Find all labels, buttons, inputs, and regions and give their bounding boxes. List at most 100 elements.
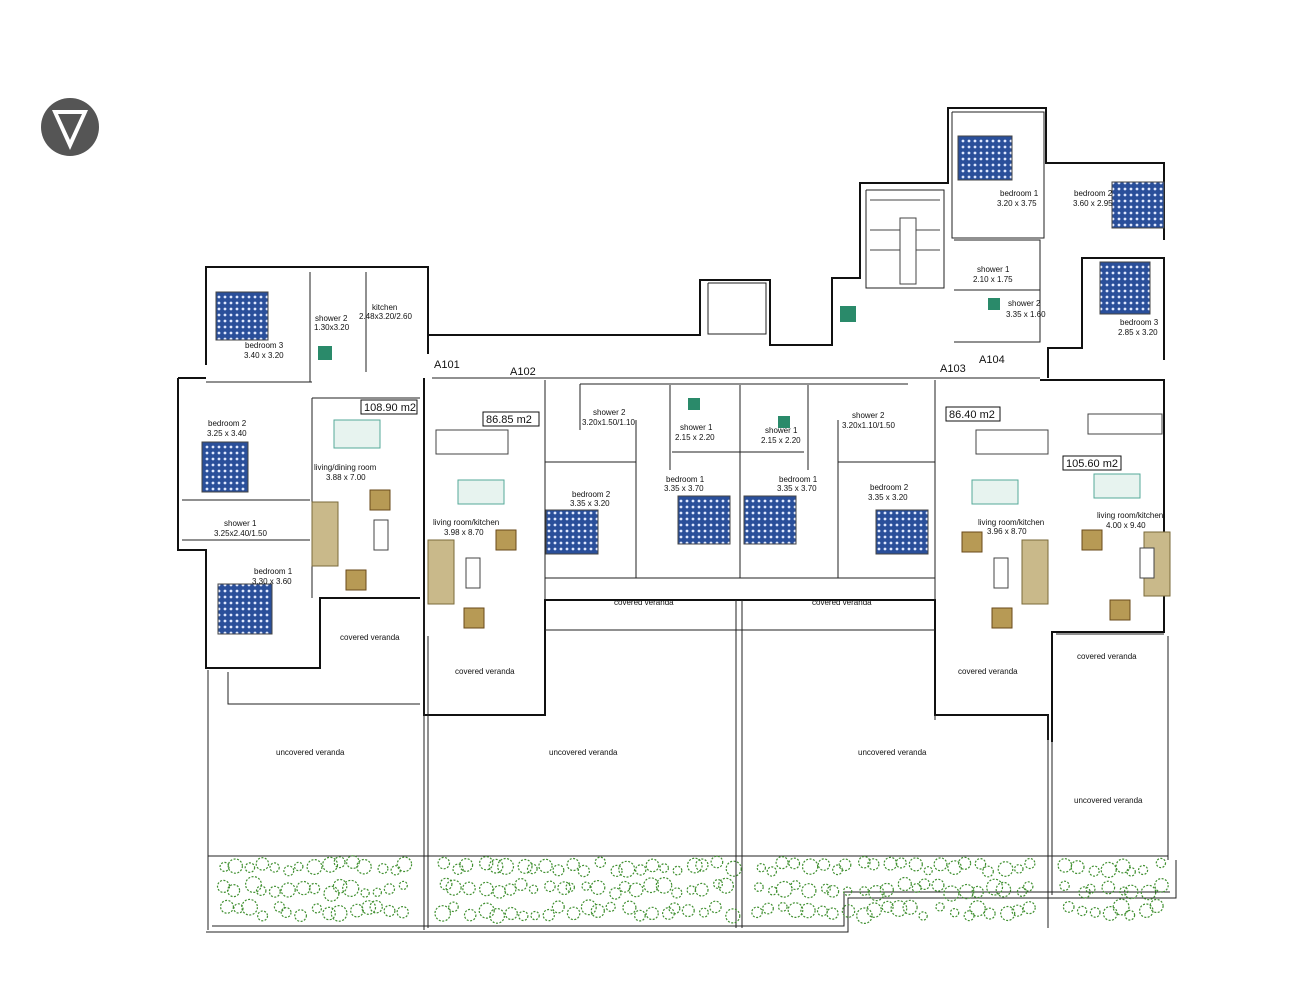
shrub — [710, 855, 724, 869]
room-name: bedroom 2 — [1074, 189, 1113, 198]
shrub — [963, 910, 975, 922]
shrub — [817, 858, 831, 871]
veranda-label: uncovered veranda — [1074, 796, 1143, 805]
dining-table-a102 — [457, 479, 505, 505]
room-name: shower 1 — [977, 265, 1010, 274]
shrub — [659, 863, 669, 873]
room-dims: 3.35 x 3.20 — [868, 493, 908, 502]
shrub — [383, 883, 396, 895]
shrub — [323, 885, 340, 902]
room-name: bedroom 2 — [208, 419, 247, 428]
armchair — [961, 531, 983, 553]
room-dims: 3.20x1.10/1.50 — [842, 421, 895, 430]
room-dims: 3.35 x 3.70 — [777, 484, 817, 493]
shrub — [445, 879, 462, 896]
shrub — [832, 864, 843, 876]
shrub — [895, 857, 907, 869]
bed-a104-bedroom3 — [1099, 261, 1151, 315]
shrub — [935, 902, 945, 912]
staircase-icon — [870, 199, 940, 285]
room-name: shower 1 — [224, 519, 257, 528]
veranda-label: covered veranda — [340, 633, 400, 642]
shrub — [628, 882, 644, 898]
shrub — [1101, 880, 1116, 895]
room-labels: bedroom 3 3.40 x 3.20 shower 2 1.30x3.20… — [207, 189, 1163, 586]
shrub — [618, 880, 631, 893]
shrub — [342, 879, 360, 898]
shrub — [908, 857, 923, 872]
room-dims: 3.20x1.50/1.10 — [582, 418, 635, 427]
shrub — [580, 899, 597, 916]
room-dims: 3.20 x 3.75 — [997, 199, 1037, 208]
shrub — [974, 857, 987, 870]
shrub — [695, 858, 709, 872]
shrub — [492, 885, 507, 899]
shrub — [233, 903, 244, 914]
accessible-icon — [778, 416, 790, 428]
shrub — [590, 903, 605, 919]
coffee-table — [465, 557, 481, 589]
dining-table-a101 — [333, 419, 381, 449]
shrub — [883, 856, 898, 871]
shrub — [826, 884, 840, 898]
shrub — [933, 857, 948, 872]
shrub — [681, 904, 695, 918]
shrub — [800, 902, 816, 919]
shrub — [1085, 883, 1096, 894]
shrub — [1102, 905, 1118, 921]
shrub — [377, 863, 389, 875]
unit-code-a102: A102 — [510, 366, 536, 378]
shrub — [1119, 886, 1129, 896]
shrub — [790, 880, 801, 891]
shrub — [867, 858, 880, 871]
shrub — [518, 910, 529, 922]
shrub — [841, 904, 856, 918]
shrub — [566, 906, 581, 921]
shrub — [947, 860, 962, 875]
shrub — [479, 856, 494, 871]
shrub — [308, 882, 321, 895]
shrub — [931, 878, 945, 892]
shrub — [643, 877, 659, 894]
bed-a104-bedroom1 — [957, 135, 1013, 181]
shrub — [868, 884, 885, 902]
shrub — [390, 865, 401, 876]
veranda-labels: covered veranda covered veranda covered … — [276, 598, 1143, 805]
shrub — [566, 857, 580, 872]
room-dims: 2.85 x 3.20 — [1118, 328, 1158, 337]
shrub — [1062, 901, 1075, 913]
shrub — [918, 911, 928, 921]
unit-code-a104: A104 — [979, 354, 1005, 366]
shrub — [241, 898, 259, 916]
shrub — [668, 902, 681, 915]
room-dims: 2.15 x 2.20 — [761, 436, 801, 445]
unit-area-a102: 86.85 m2 — [486, 414, 532, 426]
shrub — [1140, 884, 1157, 901]
bed-a102-bedroom1 — [677, 495, 731, 545]
shrub — [635, 864, 647, 876]
building-walls — [177, 107, 1169, 742]
shrub — [698, 907, 709, 918]
shrub — [766, 866, 778, 877]
shrub — [856, 907, 873, 924]
shrub — [1057, 858, 1073, 873]
room-dims: 3.96 x 8.70 — [987, 527, 1027, 536]
shrub — [372, 887, 382, 898]
shrub — [1011, 904, 1024, 917]
shrub — [923, 866, 933, 876]
shrub — [1000, 905, 1016, 922]
shrub — [857, 855, 871, 869]
armchair — [1109, 599, 1131, 621]
veranda-label: covered veranda — [812, 598, 872, 607]
shrub — [634, 909, 646, 922]
unit-area-a101: 108.90 m2 — [364, 402, 416, 414]
shrub — [605, 901, 616, 913]
room-name: bedroom 1 — [254, 567, 293, 576]
shrub — [448, 901, 459, 913]
unit-area-a104: 105.60 m2 — [1066, 458, 1118, 470]
shrub — [551, 900, 565, 914]
shrub — [801, 883, 817, 899]
shrub — [332, 878, 348, 894]
room-dims: 3.88 x 7.00 — [326, 473, 366, 482]
shrub — [725, 860, 742, 877]
